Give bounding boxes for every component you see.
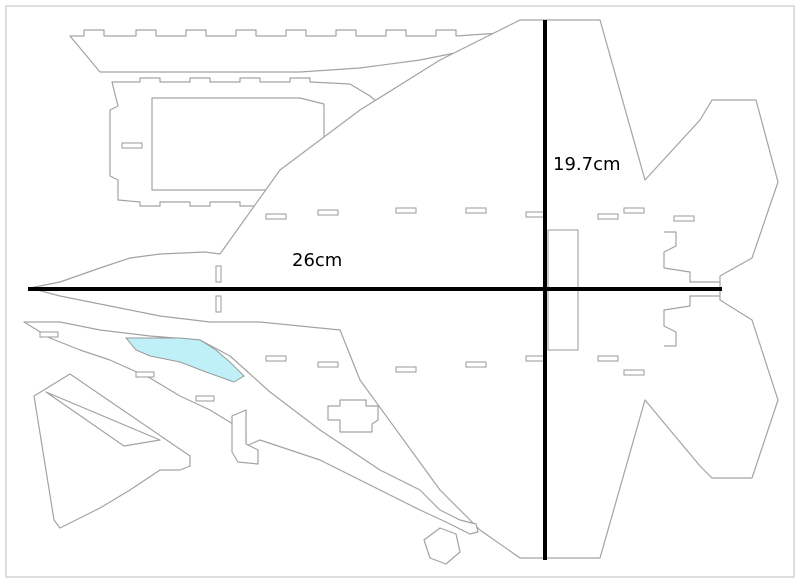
slot xyxy=(135,371,155,378)
slot xyxy=(265,355,287,362)
wing-panel-crease xyxy=(45,391,161,447)
width-dimension-label: 26cm xyxy=(292,250,343,271)
slot xyxy=(121,142,143,149)
slot xyxy=(465,361,487,368)
slot xyxy=(265,213,287,220)
side-fuselage-tab xyxy=(231,409,259,465)
slot xyxy=(623,369,645,376)
side-fuselage xyxy=(23,321,479,535)
slot xyxy=(195,395,215,402)
slot xyxy=(317,209,339,216)
slot xyxy=(395,366,417,373)
tail-notch-upper xyxy=(663,231,720,283)
wing-panel xyxy=(33,373,191,529)
slot xyxy=(597,355,619,362)
fuselage-side-strip xyxy=(69,29,515,73)
slot xyxy=(623,207,645,214)
slot xyxy=(673,215,695,222)
tail-notch-lower xyxy=(663,295,720,347)
slot xyxy=(465,207,487,214)
height-dimension-label: 19.7cm xyxy=(553,154,621,175)
canopy-window xyxy=(124,337,245,383)
slot xyxy=(39,331,59,338)
slot xyxy=(215,265,222,283)
slot xyxy=(317,361,339,368)
sheet-border xyxy=(5,5,795,578)
slot xyxy=(395,207,417,214)
slot xyxy=(215,295,222,313)
small-block-part xyxy=(327,399,379,433)
slot xyxy=(597,213,619,220)
nose-piece xyxy=(423,527,461,565)
